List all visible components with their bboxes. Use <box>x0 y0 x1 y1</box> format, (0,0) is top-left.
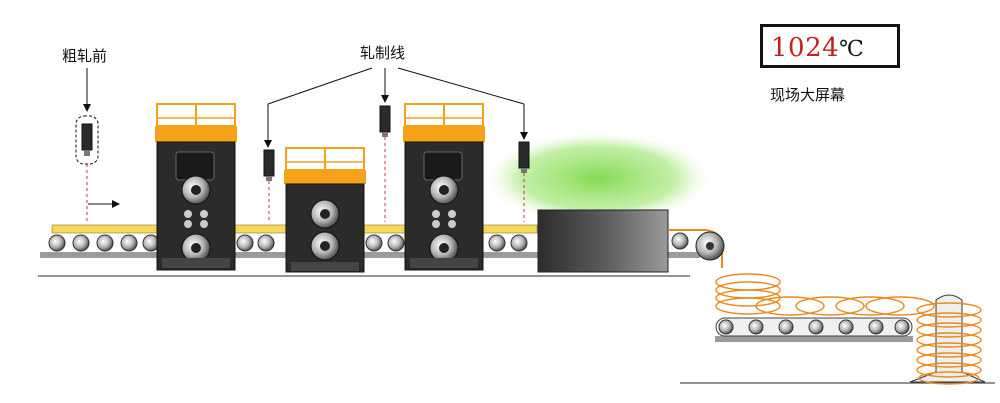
pyrometer-sensor-icon <box>379 105 391 137</box>
rolling-stand-3 <box>403 103 485 271</box>
label-rough-rolling: 粗轧前 <box>62 47 107 65</box>
screen-caption: 现场大屏幕 <box>770 86 846 104</box>
pyrometer-sensor-icon <box>75 115 99 165</box>
temperature-value: 1024 <box>771 33 840 63</box>
pyrometer-sensor-icon <box>263 149 275 181</box>
lower-conveyor-base <box>715 336 913 342</box>
rolling-line-leaders <box>264 67 528 148</box>
site-display-screen: 1024℃ <box>760 24 900 68</box>
roller-table-base <box>40 252 700 258</box>
pyrometer-sensor-icon <box>518 141 530 173</box>
wire-loops <box>715 273 935 316</box>
cooling-box <box>537 209 669 273</box>
rolling-stand-2 <box>284 147 366 273</box>
table-rollers <box>48 232 689 252</box>
rolling-stand-1 <box>155 103 237 271</box>
coil-collector <box>909 294 986 385</box>
label-rolling-line: 轧制线 <box>360 44 405 62</box>
temperature-readout: 1024℃ <box>771 33 864 63</box>
laser-glow <box>488 133 708 223</box>
temperature-unit: ℃ <box>839 37 865 62</box>
lower-conveyor-rollers <box>718 319 910 335</box>
